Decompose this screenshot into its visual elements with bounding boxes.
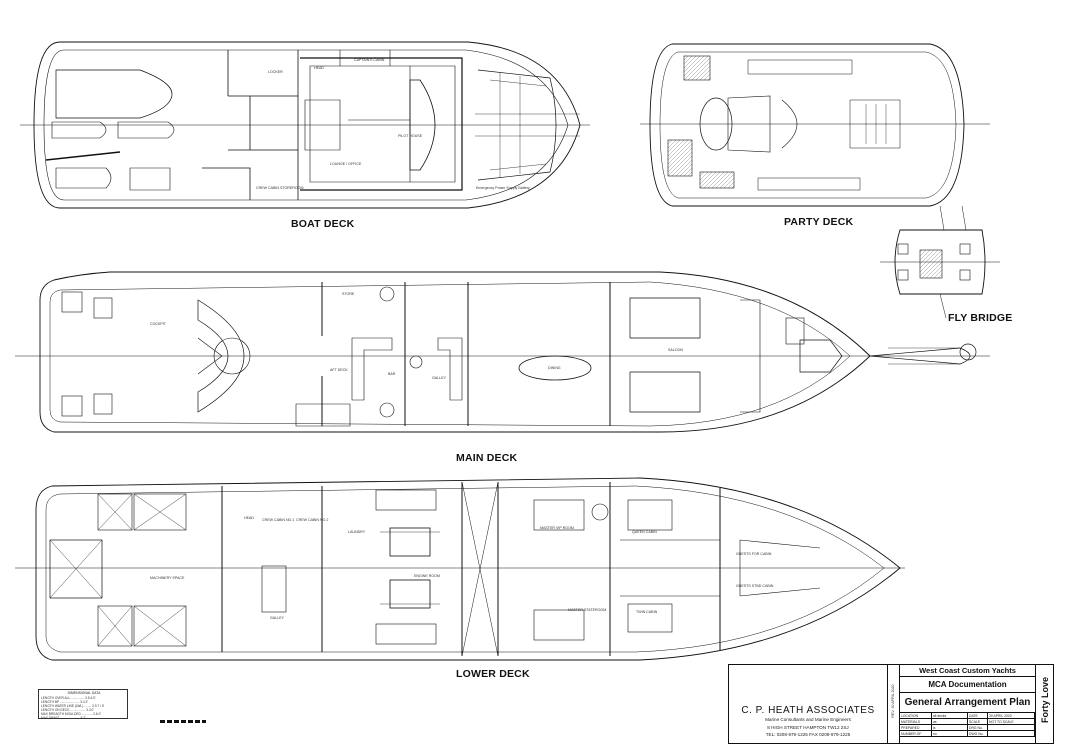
room-label: GALLEY — [432, 376, 446, 380]
party-deck-label: PARTY DECK — [784, 216, 854, 228]
boat-deck-plan — [20, 41, 590, 209]
room-label: GALLEY — [270, 616, 284, 620]
detail-key: SCALE — [968, 719, 988, 725]
room-label: LAUNDRY — [348, 530, 366, 534]
room-label: MACHINERY SPACE — [150, 576, 185, 580]
firm-name: C. P. HEATH ASSOCIATES — [741, 705, 875, 716]
room-label: COCKPIT — [150, 322, 166, 326]
detail-value: NOT TO SCALE — [988, 719, 1035, 725]
party-deck-plan — [640, 43, 990, 207]
dimension-row: LENGTH OVER ALL ............... 3.5.4.5' — [41, 696, 96, 700]
vessel-name-panel: Forty Love — [1035, 665, 1054, 743]
room-label: MASTER STATEROOM — [568, 608, 607, 612]
dimension-row: LENGTH WATER LINE (LWL) ........ 2.9.7 /… — [41, 704, 105, 708]
detail-value: no — [932, 731, 968, 737]
room-label: ENGINE ROOM — [414, 574, 440, 578]
detail-value: all decks — [932, 713, 968, 719]
detail-value: 30 APRIL 2020 — [988, 713, 1035, 719]
room-label: TWIN CABIN — [636, 610, 658, 614]
dimensional-data-table: DIMENSIONAL DATA LENGTH OVER ALL .......… — [38, 689, 128, 720]
room-label: CREW CABIN NO.1 — [262, 518, 295, 522]
dimensional-data-title: DIMENSIONAL DATA — [67, 691, 101, 695]
dimension-row: LENGTH BP ...................... 3.4.2' — [41, 700, 88, 704]
dimension-row: MAX DRAFT ...................... 6.2' — [41, 716, 86, 720]
detail-value — [988, 731, 1035, 737]
room-label: GUESTS FOR CABIN — [736, 552, 772, 556]
fly-bridge-label: FLY BRIDGE — [948, 312, 1013, 324]
drawing-info: West Coast Custom Yachts MCA Documentati… — [900, 665, 1035, 743]
room-label: Emergency Power Supply Battery — [476, 186, 530, 190]
room-label: CREW CABIN NO.2 — [296, 518, 329, 522]
scale-bar — [160, 720, 206, 723]
room-label: QUEEN CABIN — [632, 530, 657, 534]
dimension-row: MAX BREADTH MOULDED ............ 2.6.0' — [41, 712, 101, 716]
detail-key: DRG No. — [968, 725, 988, 731]
fly-bridge-plan — [880, 205, 1000, 319]
detail-value — [988, 725, 1035, 731]
detail-value: ls — [932, 725, 968, 731]
detail-value: as — [932, 719, 968, 725]
room-label: BAR — [388, 372, 396, 376]
room-label: MASTER VIP ROOM — [540, 526, 574, 530]
detail-key: MATERIALS — [900, 719, 932, 725]
firm-subtitle: Marine Consultants and Marine Engineers — [765, 717, 851, 722]
firm-telephone: TEL: 0208-979-1225 FAX 0208-979-1225 — [765, 732, 851, 737]
lower-deck-label: LOWER DECK — [456, 668, 530, 680]
room-label: PILOT HOUSE — [398, 134, 423, 138]
room-label: CAPTAIN'S CABIN — [354, 58, 385, 62]
detail-key: NUMBER OF PARTS — [900, 731, 932, 737]
room-label: LOUNGE / OFFICE — [330, 162, 362, 166]
room-label: DINING — [548, 366, 561, 370]
vessel-name: Forty Love — [1040, 677, 1050, 724]
detail-key: DWG No. — [968, 731, 988, 737]
room-label: LOCKER — [268, 70, 283, 74]
firm-address: 8 HIGH STREET HAMPTON TW12 2SJ — [767, 725, 849, 730]
main-deck-plan — [15, 271, 990, 433]
title-block: C. P. HEATH ASSOCIATES Marine Consultant… — [728, 664, 1054, 744]
detail-key: PREPARED — [900, 725, 932, 731]
lower-deck-plan — [15, 477, 905, 661]
document-type: MCA Documentation — [900, 677, 1035, 693]
main-deck-label: MAIN DECK — [456, 452, 518, 464]
room-label: AFT DECK — [330, 368, 348, 372]
room-label: SALOON — [668, 348, 683, 352]
client-name: West Coast Custom Yachts — [900, 665, 1035, 677]
room-label: HEAD — [244, 516, 254, 520]
detail-key: LOCATION — [900, 713, 932, 719]
drawing-title: General Arrangement Plan — [900, 693, 1035, 713]
drawing-details-grid: LOCATION all decks DATE 30 APRIL 2020 MA… — [900, 713, 1035, 743]
room-label: CREW CABIN STOREROOM — [256, 186, 304, 190]
revision-text: REV. 30 APRIL 2020 — [891, 684, 895, 718]
room-label: STORE — [342, 292, 355, 296]
room-label: GUESTS STBD CABIN — [736, 584, 774, 588]
boat-deck-label: BOAT DECK — [291, 218, 355, 230]
dimension-row: LENGTH ON DECK ................. 3.3.0' — [41, 708, 94, 712]
detail-key: DATE — [968, 713, 988, 719]
room-label: HEAD — [314, 66, 324, 70]
revision-strip: REV. 30 APRIL 2020 — [887, 665, 900, 743]
firm-panel: C. P. HEATH ASSOCIATES Marine Consultant… — [729, 665, 888, 743]
